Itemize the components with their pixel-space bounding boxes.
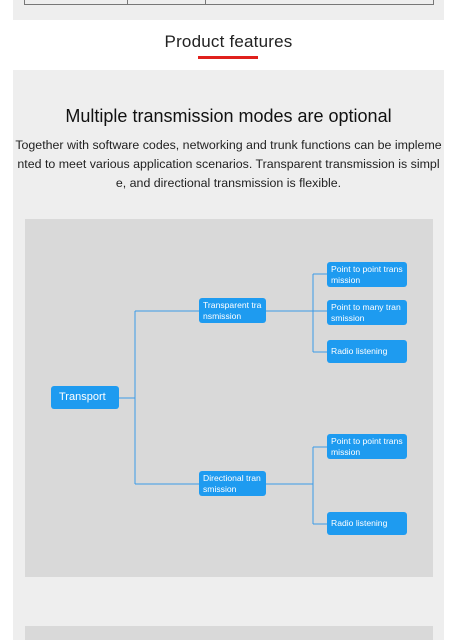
panel-title: Multiple transmission modes are optional bbox=[65, 106, 392, 126]
node-point-to-point-directional: Point to point transmission bbox=[327, 434, 407, 459]
node-directional-transmission: Directional transmission bbox=[199, 471, 266, 496]
previous-section-strip bbox=[13, 0, 444, 20]
panel-description: Together with software codes, networking… bbox=[15, 138, 442, 190]
table-divider bbox=[205, 0, 206, 5]
heading-underline bbox=[198, 56, 258, 59]
node-transparent-transmission: Transparent transmission bbox=[199, 298, 266, 323]
previous-table-bottom bbox=[24, 0, 434, 5]
next-section-box bbox=[25, 626, 433, 640]
transmission-mode-diagram: Transport Transparent transmission Direc… bbox=[25, 219, 433, 577]
connector-lines bbox=[119, 273, 327, 525]
node-transport: Transport bbox=[51, 386, 119, 409]
node-radio-listening-directional: Radio listening bbox=[327, 512, 407, 535]
section-heading: Product features bbox=[164, 32, 293, 51]
node-point-to-point-transparent: Point to point transmission bbox=[327, 262, 407, 287]
table-divider bbox=[127, 0, 128, 5]
node-radio-listening-transparent: Radio listening bbox=[327, 340, 407, 363]
node-point-to-many: Point to many transmission bbox=[327, 300, 407, 325]
